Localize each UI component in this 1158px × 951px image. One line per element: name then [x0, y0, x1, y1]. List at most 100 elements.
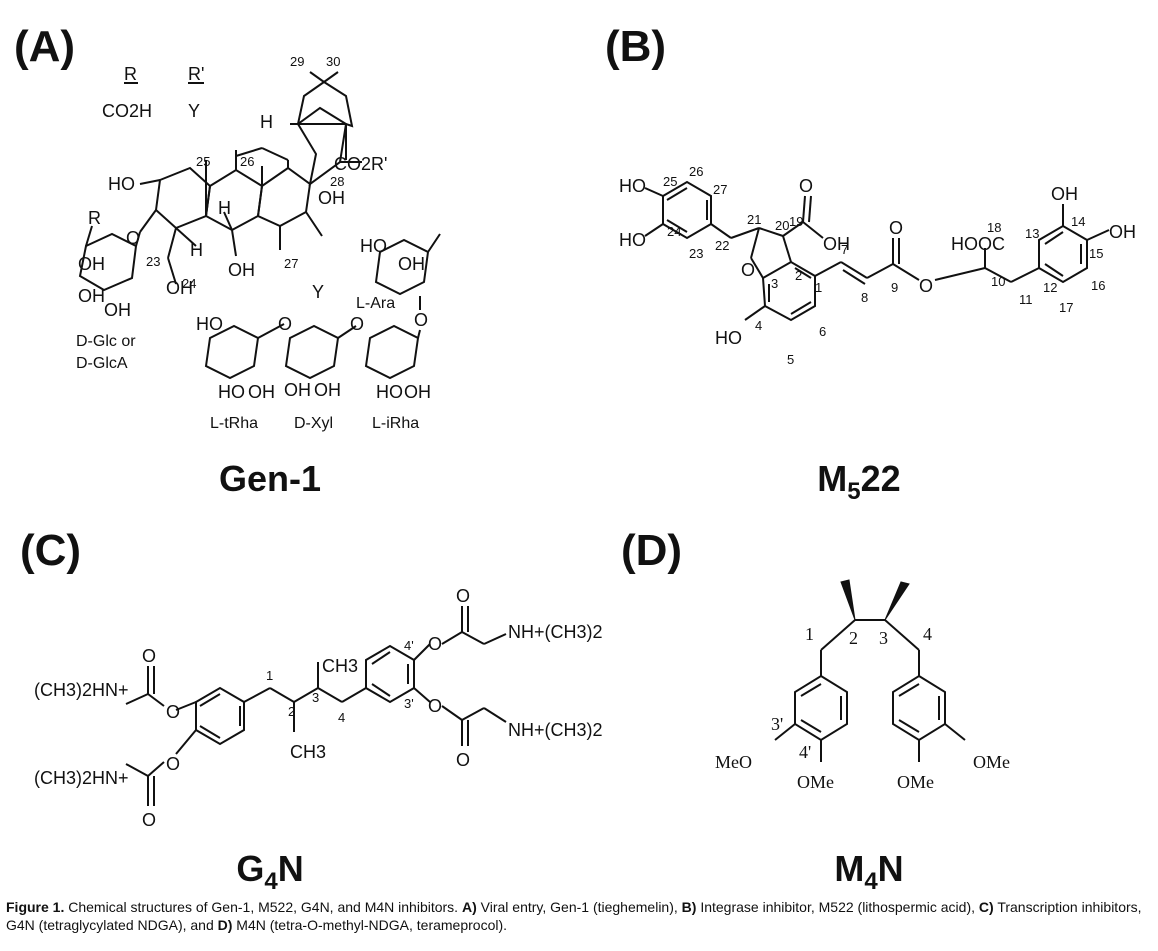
hooc: HOOC — [951, 234, 1005, 254]
num-c4p: 4' — [404, 638, 414, 653]
num-29: 29 — [290, 54, 304, 69]
num-26: 26 — [240, 154, 254, 169]
oh-16: OH — [318, 188, 345, 208]
num-27: 27 — [284, 256, 298, 271]
num-c2: 2 — [288, 704, 295, 719]
amine-left-1: (CH3)2HN+ — [34, 680, 129, 700]
m4n-structure: 1 2 3 4 MeO OMe 3' 4' OMe OMe — [715, 579, 1010, 792]
num-b27: 27 — [713, 182, 727, 197]
num-c4: 4 — [338, 710, 345, 725]
ara-label: L-Ara — [356, 295, 395, 312]
gen1-structure: R R' CO2H Y HO H H H OH — [76, 54, 441, 432]
o-9: O — [889, 218, 903, 238]
num-b25: 25 — [663, 174, 677, 189]
num-b26: 26 — [689, 164, 703, 179]
g4n-name: G4N — [236, 848, 304, 896]
ome-right-1: OMe — [973, 752, 1010, 772]
o-c3: O — [142, 646, 156, 666]
o-link1: O — [278, 314, 292, 334]
o-c8: O — [456, 750, 470, 770]
meo-left: MeO — [715, 752, 752, 772]
num-b13: 13 — [1025, 226, 1039, 241]
num-b3: 3 — [771, 276, 778, 291]
num-b12: 12 — [1043, 280, 1057, 295]
num-b11: 11 — [1019, 292, 1033, 307]
o-c7: O — [456, 586, 470, 606]
num-b6: 6 — [819, 324, 826, 339]
oh-14: OH — [1051, 184, 1078, 204]
m4n-name: M4N — [834, 848, 904, 896]
r-label: R — [88, 208, 101, 228]
panel-b-letter: (B) — [605, 22, 667, 71]
ome-left: OMe — [797, 772, 834, 792]
h-18: H — [260, 112, 273, 132]
oh-s2: OH — [78, 286, 105, 306]
ho-4: HO — [715, 328, 742, 348]
num-c3: 3 — [312, 690, 319, 705]
o-ara: O — [414, 310, 428, 330]
num-d3p: 3' — [771, 714, 783, 734]
ho-25: HO — [619, 176, 646, 196]
num-b24: 24 — [667, 224, 681, 239]
oh-23: OH — [166, 278, 193, 298]
num-b21: 21 — [747, 212, 761, 227]
num-b5: 5 — [787, 352, 794, 367]
num-b14: 14 — [1071, 214, 1085, 229]
num-b10: 10 — [991, 274, 1005, 289]
oh-irha: OH — [404, 382, 431, 402]
amine-right-1: NH+(CH3)2 — [508, 622, 603, 642]
o-c6: O — [428, 696, 442, 716]
figure-caption: Figure 1. Chemical structures of Gen-1, … — [6, 899, 1142, 933]
ho-trha2: HO — [218, 382, 245, 402]
amine-right-2: NH+(CH3)2 — [508, 720, 603, 740]
irha-label: L-iRha — [372, 415, 419, 432]
h-9: H — [218, 198, 231, 218]
o-gly: O — [126, 228, 140, 248]
num-b17: 17 — [1059, 300, 1073, 315]
num-23: 23 — [146, 254, 160, 269]
o-c5: O — [428, 634, 442, 654]
row-r: CO2H — [102, 101, 152, 121]
panel-d-letter: (D) — [621, 526, 683, 575]
num-b7: 7 — [841, 242, 848, 257]
num-b8: 8 — [861, 290, 868, 305]
sugar-left-2: D-GlcA — [76, 355, 128, 372]
num-b2: 2 — [795, 268, 802, 283]
g4n-structure: O O O O (CH3)2HN+ (CH3)2HN+ CH3 CH3 1 2 … — [34, 586, 603, 830]
xyl-label: D-Xyl — [294, 415, 333, 432]
ome-right-2: OMe — [897, 772, 934, 792]
oh-ara: OH — [398, 254, 425, 274]
num-b16: 16 — [1091, 278, 1105, 293]
trha-label: L-tRha — [210, 415, 258, 432]
ho-ara: HO — [360, 236, 387, 256]
num-d3: 3 — [879, 628, 888, 648]
panel-c: (C) O O O O (CH3)2HN+ (CH3)2HN+ CH3 CH3 … — [0, 440, 603, 895]
o-19: O — [799, 176, 813, 196]
num-b9: 9 — [891, 280, 898, 295]
num-24: 24 — [182, 276, 196, 291]
num-d1: 1 — [805, 624, 814, 644]
panel-c-letter: (C) — [20, 526, 82, 575]
oh-19: OH — [823, 234, 850, 254]
o-link2: O — [350, 314, 364, 334]
oh-6: OH — [228, 260, 255, 280]
ho-trha: HO — [196, 314, 223, 334]
oh-trha: OH — [248, 382, 275, 402]
oh-s1: OH — [78, 254, 105, 274]
m522-structure: HO HO 25 26 27 24 23 22 O 21 20 O OH 19 … — [619, 164, 1136, 367]
header-rp: R' — [188, 64, 204, 84]
panel-b: (B) HO HO 25 26 27 24 23 22 O 21 20 O OH… — [579, 0, 1158, 505]
panel-d: (D) 1 2 3 4 MeO OMe 3' 4' OMe OMe M4N — [579, 440, 1158, 895]
panel-a: (A) R R' CO2H Y HO H H — [0, 0, 579, 499]
header-r: R — [124, 64, 137, 84]
oh-15: OH — [1109, 222, 1136, 242]
methyl-top: CH3 — [322, 656, 358, 676]
num-c3p: 3' — [404, 696, 414, 711]
h-5: H — [190, 240, 203, 260]
num-b23: 23 — [689, 246, 703, 261]
num-b20: 20 — [775, 218, 789, 233]
oh-xyl1: OH — [284, 380, 311, 400]
co2r-label: CO2R' — [334, 154, 387, 174]
num-b19: 19 — [789, 214, 803, 229]
num-d2: 2 — [849, 628, 858, 648]
